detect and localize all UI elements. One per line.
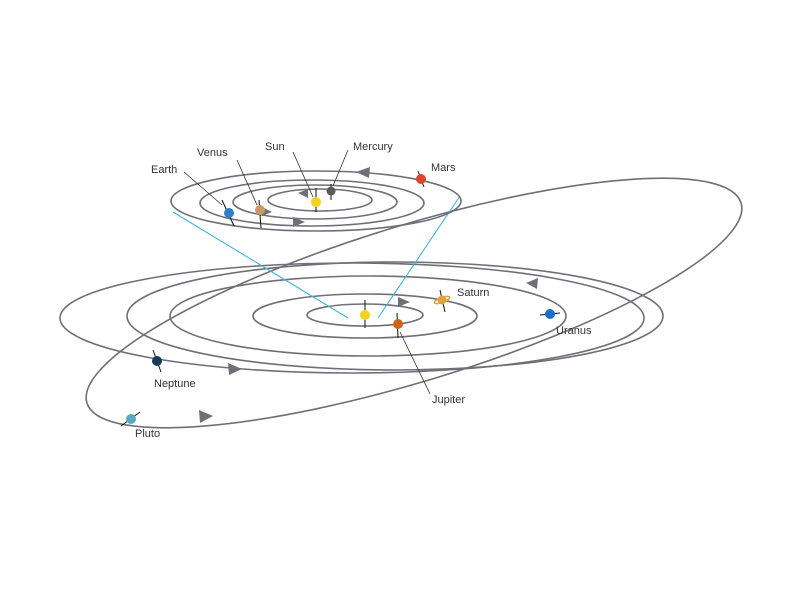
label-saturn: Saturn bbox=[457, 287, 489, 299]
label-venus: Venus bbox=[197, 147, 228, 159]
neptune-body bbox=[152, 356, 162, 366]
sun-bottom bbox=[360, 300, 370, 328]
earth-body bbox=[224, 208, 234, 218]
earth-orbit bbox=[199, 179, 425, 227]
zoom-connector bbox=[172, 195, 461, 319]
mercury-body bbox=[326, 186, 336, 196]
jupiter-body bbox=[393, 319, 403, 329]
earth-planet bbox=[221, 199, 235, 227]
label-uranus: Uranus bbox=[556, 325, 592, 337]
label-earth: Earth bbox=[151, 164, 177, 176]
uranus-planet bbox=[539, 309, 561, 319]
pluto-body bbox=[126, 414, 136, 424]
neptune-orbit bbox=[59, 262, 645, 374]
mercury-leader bbox=[332, 149, 349, 187]
earth-orbit-arrow bbox=[293, 217, 305, 227]
jupiter-leader bbox=[399, 331, 431, 395]
mars-orbit-arrow bbox=[356, 167, 370, 178]
saturn-planet bbox=[433, 289, 451, 313]
saturn-orbit bbox=[169, 275, 567, 357]
venus-orbit bbox=[232, 184, 398, 220]
mercury-orbit bbox=[267, 188, 373, 212]
pluto-orbit-arrow bbox=[199, 410, 213, 423]
mercury-orbit-arrow bbox=[298, 189, 308, 198]
label-pluto: Pluto bbox=[135, 428, 160, 440]
neptune-orbit-arrow bbox=[228, 363, 242, 375]
sun-leader bbox=[292, 151, 314, 198]
mars-planet bbox=[416, 170, 426, 188]
label-mercury: Mercury bbox=[353, 141, 393, 153]
sun-top bbox=[311, 188, 321, 212]
mars-body bbox=[416, 174, 426, 184]
inner-orbit-arrows bbox=[262, 167, 370, 227]
outer-orbit-arrows bbox=[199, 278, 538, 423]
neptune-planet bbox=[152, 349, 162, 373]
jupiter-orbit-arrow bbox=[398, 297, 410, 307]
outer-orbits bbox=[59, 177, 743, 429]
sun-top-body bbox=[311, 197, 321, 207]
sun-bottom-body bbox=[360, 310, 370, 320]
venus-planet bbox=[255, 199, 265, 229]
pluto-planet bbox=[120, 411, 141, 427]
mars-orbit bbox=[170, 170, 462, 232]
saturn-body bbox=[437, 295, 447, 305]
mercury-planet bbox=[326, 184, 336, 200]
earth-leader bbox=[183, 171, 223, 206]
uranus-orbit bbox=[126, 261, 664, 371]
label-neptune: Neptune bbox=[154, 378, 196, 390]
venus-body bbox=[255, 205, 265, 215]
jupiter-orbit bbox=[252, 293, 478, 339]
zoom-line-right bbox=[377, 195, 461, 319]
leader-lines bbox=[183, 149, 431, 395]
label-jupiter: Jupiter bbox=[432, 394, 465, 406]
pluto-orbit bbox=[85, 177, 743, 429]
uranus-orbit-arrow bbox=[526, 278, 538, 289]
label-sun: Sun bbox=[265, 141, 285, 153]
labels: Earth Venus Sun Mercury Mars Saturn Uran… bbox=[135, 141, 592, 440]
label-mars: Mars bbox=[431, 162, 456, 174]
zoom-line-left bbox=[172, 211, 349, 319]
jupiter-planet bbox=[393, 312, 403, 339]
venus-leader bbox=[236, 159, 258, 206]
uranus-body bbox=[545, 309, 555, 319]
inner-orbits bbox=[170, 170, 462, 232]
